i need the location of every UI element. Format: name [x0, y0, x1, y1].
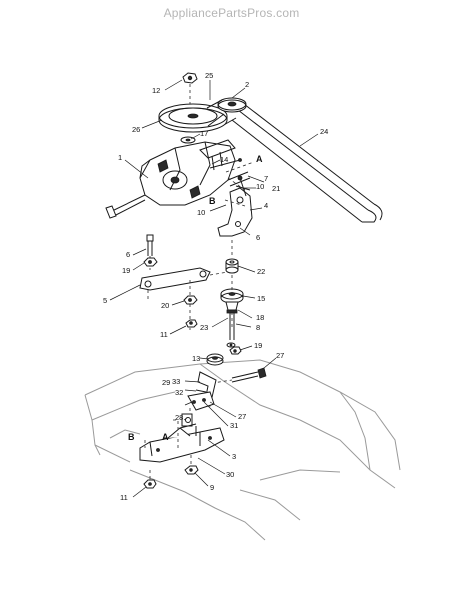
callout-11-mid: 11 [160, 330, 168, 339]
callout-30: 30 [226, 470, 234, 479]
marker-b-upper: B [209, 196, 216, 206]
bolt-26 [205, 367, 267, 385]
reference-lines [144, 161, 255, 448]
marker-a-upper: A [256, 154, 263, 164]
callout-5: 5 [103, 296, 107, 305]
callout-11-lower: 11 [120, 493, 128, 502]
callout-33: 33 [172, 377, 180, 386]
callout-14: 14 [220, 155, 228, 164]
callout-32: 32 [175, 388, 183, 397]
marker-a-lower: A [162, 432, 169, 442]
callout-1: 1 [118, 153, 122, 162]
callout-28: 28 [175, 413, 183, 422]
idler-stack [220, 240, 244, 348]
callout-10-upper: 10 [256, 182, 264, 191]
callout-19-lower: 20 [161, 301, 169, 310]
callout-19-upper: 19 [122, 266, 130, 275]
nut-19-bottom [183, 295, 198, 305]
callout-24: 25 [205, 71, 213, 80]
callout-27: 27 [238, 412, 246, 421]
washer-16 [180, 136, 196, 144]
callout-10-lower: 10 [197, 208, 205, 217]
idler-arm [139, 267, 229, 330]
callout-26: 27 [276, 351, 284, 360]
marker-b-lower: B [128, 432, 135, 442]
nut-11-lower [143, 470, 157, 489]
mower-frame [84, 359, 401, 541]
callout-20: 22 [257, 267, 265, 276]
callout-31: 31 [230, 421, 238, 430]
callout-29: 29 [162, 378, 170, 387]
callout-6-right: 6 [256, 233, 260, 242]
callout-16: 17 [200, 129, 208, 138]
reference-markers: A B A B [128, 154, 263, 442]
nut-11-mid [185, 319, 198, 328]
callout-22: 23 [200, 323, 208, 332]
callout-labels: 12 25 2 26 24 17 1 14 7 10 21 4 10 6 6 1… [103, 71, 328, 502]
callout-21: 21 [272, 184, 280, 193]
callout-7: 7 [264, 174, 268, 183]
callout-13: 13 [192, 354, 200, 363]
drive-belt [221, 103, 383, 223]
callout-23: 24 [320, 127, 328, 136]
callout-8: 8 [256, 323, 260, 332]
callout-6-left: 6 [126, 250, 130, 259]
callout-9: 9 [210, 483, 214, 492]
callout-17: 18 [256, 313, 264, 322]
leader-lines [109, 79, 319, 498]
pulleys [158, 72, 247, 133]
callout-3: 3 [232, 452, 236, 461]
callout-25: 26 [132, 125, 140, 134]
watermark: AppliancePartsPros.com [163, 6, 300, 20]
transaxle [105, 139, 251, 219]
pulley-13 [206, 346, 242, 366]
nut-19-top [143, 257, 158, 267]
callout-12: 12 [152, 86, 160, 95]
idler-bracket [217, 175, 253, 237]
callout-18: 19 [254, 341, 262, 350]
callout-4: 4 [264, 201, 268, 210]
callout-2: 2 [245, 80, 249, 89]
callout-15: 15 [257, 294, 265, 303]
